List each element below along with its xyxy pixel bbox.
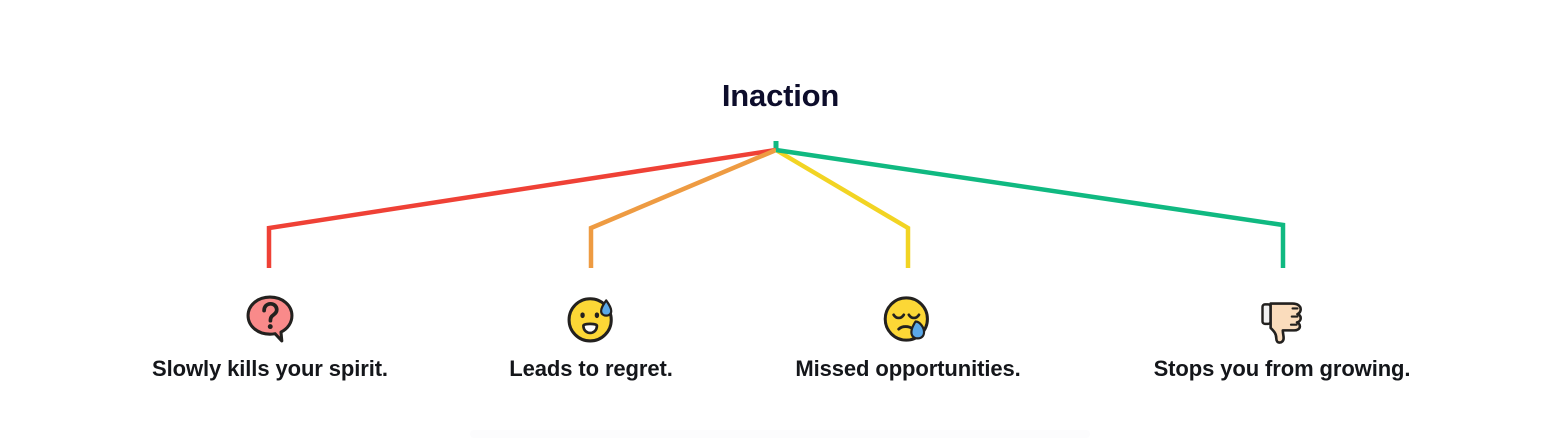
leaf-label-1: Slowly kills your spirit. bbox=[152, 356, 388, 381]
branch-line-1 bbox=[266, 147, 777, 268]
leaf-node-2: Leads to regret. bbox=[411, 286, 771, 382]
thumbs-down-icon bbox=[1102, 286, 1462, 344]
anxious-face-with-sweat-icon bbox=[411, 286, 771, 344]
question-speech-bubble-icon bbox=[90, 286, 450, 344]
leaf-label-2: Leads to regret. bbox=[509, 356, 673, 381]
leaf-node-3: Missed opportunities. bbox=[728, 286, 1088, 382]
leaf-label-3: Missed opportunities. bbox=[795, 356, 1021, 381]
branch-line-4 bbox=[775, 147, 1286, 268]
leaf-label-4: Stops you from growing. bbox=[1153, 356, 1411, 381]
bottom-edge-artifact bbox=[470, 430, 1090, 438]
page-title: Inaction bbox=[721, 78, 840, 113]
sleepy-face-icon bbox=[728, 286, 1088, 344]
leaf-node-4: Stops you from growing. bbox=[1102, 286, 1462, 382]
branch-line-3 bbox=[774, 148, 911, 268]
branch-line-2 bbox=[588, 147, 777, 268]
leaf-node-1: Slowly kills your spirit. bbox=[90, 286, 450, 382]
